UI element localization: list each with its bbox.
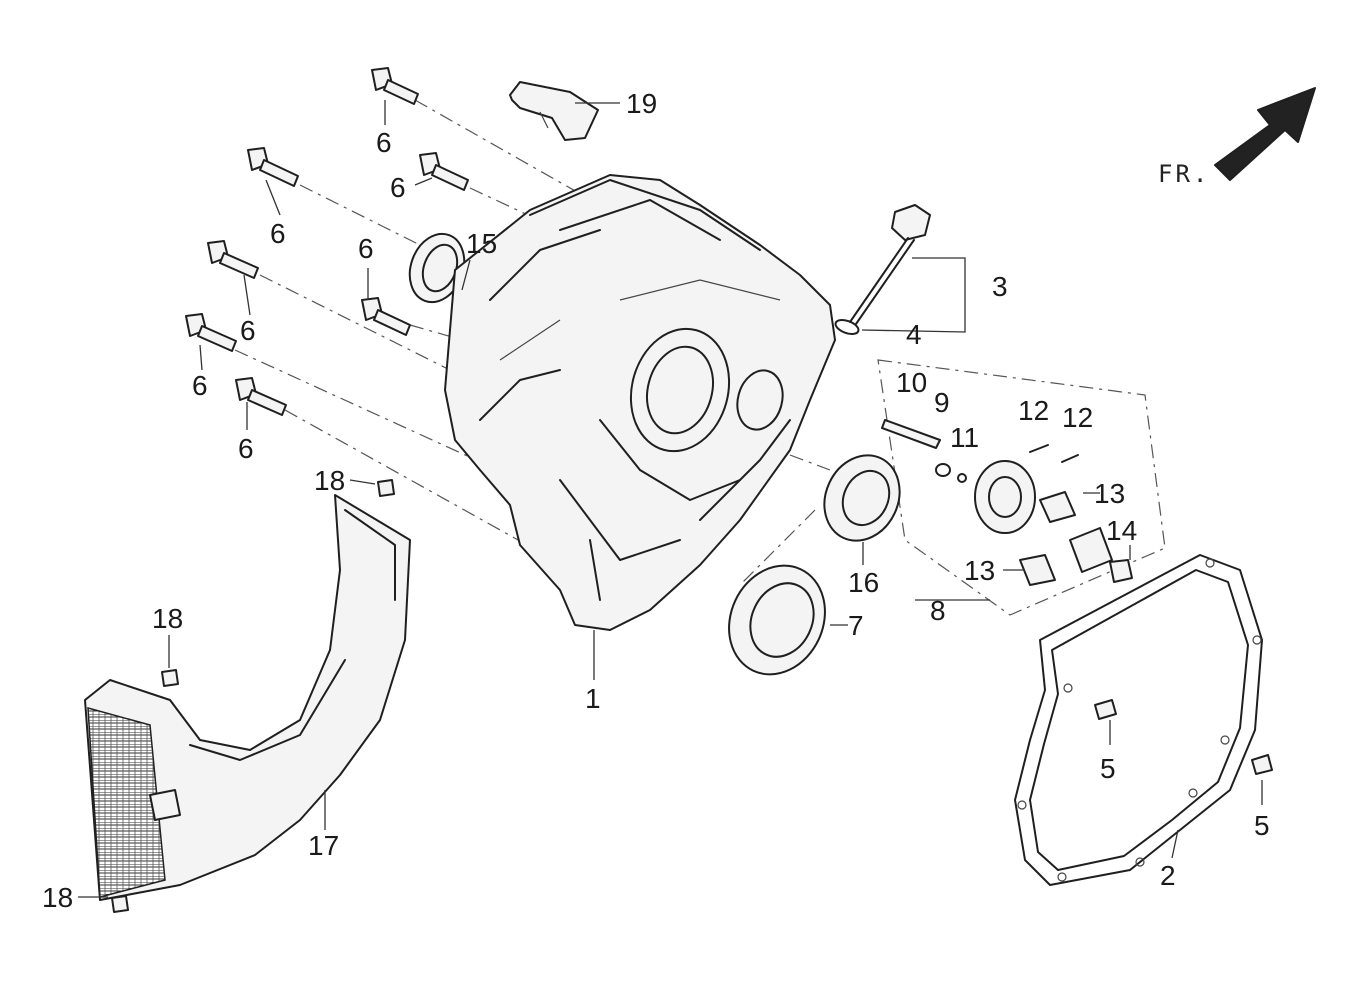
front-direction-label: FR. [1158, 160, 1210, 188]
part-2-gasket [1014, 554, 1263, 886]
label-5a: 5 [1100, 753, 1116, 784]
part-3-dipstick [849, 204, 931, 325]
bolt-6d [361, 297, 411, 336]
part-1-crankcase-cover [444, 174, 836, 631]
part-7-bearing [728, 564, 826, 676]
bolt-6g [235, 377, 287, 416]
label-13b: 13 [964, 555, 995, 586]
part-number-labels: 19 6 6 6 6 6 6 6 15 1 3 4 10 9 11 12 12 … [42, 88, 1270, 913]
label-6d: 6 [358, 233, 374, 264]
part-13-weight-upper [1039, 491, 1076, 523]
bolt-6f [185, 313, 237, 352]
label-9: 9 [934, 387, 950, 418]
label-19: 19 [626, 88, 657, 119]
label-3: 3 [992, 271, 1008, 302]
part-19-clip-cover [509, 81, 599, 141]
part-5-dowel-pins [1094, 699, 1273, 775]
label-6g: 6 [238, 433, 254, 464]
label-6e: 6 [240, 315, 256, 346]
label-2: 2 [1160, 860, 1176, 891]
label-14: 14 [1106, 515, 1137, 546]
governor-gear [974, 460, 1036, 534]
label-6b: 6 [270, 218, 286, 249]
label-6c: 6 [390, 172, 406, 203]
part-8-governor-assembly [881, 419, 1133, 586]
label-10: 10 [896, 367, 927, 398]
label-8: 8 [930, 595, 946, 626]
label-12a: 12 [1018, 395, 1049, 426]
label-18a: 18 [314, 465, 345, 496]
part-4-o-ring [834, 319, 860, 335]
part-16-bearing [823, 454, 901, 542]
label-18c: 18 [42, 882, 73, 913]
label-18b: 18 [152, 603, 183, 634]
label-4: 4 [906, 319, 922, 350]
front-direction-arrow-icon [1214, 87, 1316, 181]
label-16: 16 [848, 567, 879, 598]
label-5b: 5 [1254, 810, 1270, 841]
leader-lines [78, 100, 1263, 898]
label-1: 1 [585, 683, 601, 714]
label-6a: 6 [376, 127, 392, 158]
part-13-weight-lower [1019, 554, 1056, 586]
label-6f: 6 [192, 370, 208, 401]
bolt-6e [207, 240, 259, 279]
bolt-6b [247, 147, 299, 187]
part-9-washer [935, 463, 951, 477]
governor-sleeve [1069, 527, 1113, 573]
label-12b: 12 [1062, 402, 1093, 433]
label-11: 11 [950, 422, 979, 453]
label-7: 7 [848, 610, 864, 641]
part-12-pins [1029, 444, 1079, 463]
part-10-shaft [881, 419, 941, 449]
bolts-6 [185, 67, 469, 416]
label-15: 15 [466, 228, 497, 259]
label-17: 17 [308, 830, 339, 861]
label-13a: 13 [1094, 478, 1125, 509]
bolt-6c [419, 152, 469, 191]
part-18-screws [111, 479, 395, 913]
part-17-shroud [84, 494, 411, 901]
bolt-6a [371, 67, 419, 105]
part-11-clip [957, 473, 967, 483]
part-14-bolt [1109, 559, 1133, 583]
